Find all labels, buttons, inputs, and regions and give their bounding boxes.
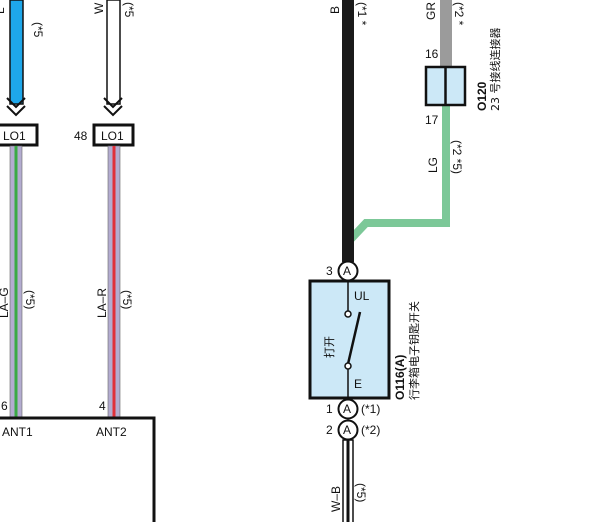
wire-la-r: LA–R (*5) 4 [95, 145, 134, 419]
pin-1a-note: (*1) [361, 402, 380, 416]
wire-b-code: B [328, 6, 342, 14]
wire-w-code: W [92, 2, 106, 14]
ecu-ant1-label: ANT1 [2, 425, 33, 439]
pin-1a-letter: A [343, 402, 351, 416]
wire-gr-gray: GR (*2 * [424, 0, 466, 67]
connector-lo1-pin: 48 [74, 129, 88, 143]
pin-2a-number: 2 [326, 423, 333, 437]
o116-id: O116(A) [393, 355, 407, 400]
switch-o116: UL E 打开 O116(A) 行李箱电子钥匙开关 [308, 279, 421, 400]
wire-gr-body [440, 0, 452, 67]
wire-w-white-body [106, 0, 121, 105]
o116-desc: 行李箱电子钥匙开关 [407, 301, 421, 400]
switch-contact-bottom [344, 362, 352, 370]
wire-b-black: B (*1 * [328, 0, 369, 262]
arrow-down-icon [103, 97, 123, 117]
switch-state-label: 打开 [322, 336, 336, 358]
ant1-pin-number: 6 [1, 399, 8, 413]
connector-lo1-right: 48 LO1 [74, 123, 135, 147]
arrow-down-icon [6, 97, 26, 117]
pin-1a-number: 1 [326, 402, 333, 416]
wire-lg-green: LG (*2 *5) [346, 106, 464, 262]
switch-contact-top [344, 310, 352, 318]
switch-term-e: E [354, 377, 362, 391]
pin-2a-note: (*2) [361, 423, 380, 437]
wire-w-b-code: W–B [329, 486, 343, 512]
wire-w-note: (*5 [122, 2, 136, 18]
ecu-ant2-label: ANT2 [96, 425, 127, 439]
wire-gr-note: (*2 * [452, 2, 466, 26]
connector-o120: 16 17 O120 23 号接线连接器 [424, 28, 502, 127]
pin-2a: 2 A (*2) [326, 419, 380, 441]
wire-w-white: W (*5 [92, 0, 136, 117]
o120-desc: 23 号接线连接器 [488, 28, 502, 112]
wire-la-r-code: LA–R [95, 288, 109, 318]
connector-lo1-left-label: LO1 [3, 129, 26, 143]
o120-pin-bottom: 17 [425, 113, 439, 127]
pin-1a: 1 A (*1) [326, 398, 380, 420]
connector-lo1-left: LO1 [0, 123, 39, 147]
ant2-pin-number: 4 [99, 399, 106, 413]
wire-gr-code: GR [424, 2, 438, 20]
wire-b-body [342, 0, 354, 262]
wire-la-g: LA–G (*5) 6 [0, 145, 37, 419]
pin-2a-letter: A [343, 423, 351, 437]
wire-l-blue-body [9, 0, 24, 105]
wire-lg-code: LG [426, 157, 440, 173]
wire-b-note: (*1 * [355, 2, 369, 26]
o120-id: O120 [475, 81, 489, 111]
pin-3a-letter: A [343, 264, 351, 278]
o120-pin-top: 16 [425, 47, 439, 61]
wire-w-b: W–B (*5) [329, 439, 368, 522]
pin-3a-number: 3 [326, 264, 333, 278]
wire-lg-note: (*2 *5) [450, 140, 464, 174]
wire-la-g-code: LA–G [0, 287, 11, 318]
ecu-box: ANT1 ANT2 [0, 416, 156, 522]
wire-l-note: (*5 [31, 22, 45, 38]
switch-blade [346, 311, 362, 365]
wire-la-g-note: (*5) [23, 290, 37, 309]
connector-lo1-right-label: LO1 [101, 129, 124, 143]
wire-l-code: L [0, 7, 7, 14]
wire-l-blue: L (*5 [0, 0, 45, 117]
wire-lg-path [346, 106, 450, 262]
switch-term-ul: UL [354, 289, 370, 303]
pin-3a: 3 A [326, 260, 359, 282]
wire-w-b-note: (*5) [354, 483, 368, 502]
wire-la-r-note: (*5) [120, 290, 134, 309]
